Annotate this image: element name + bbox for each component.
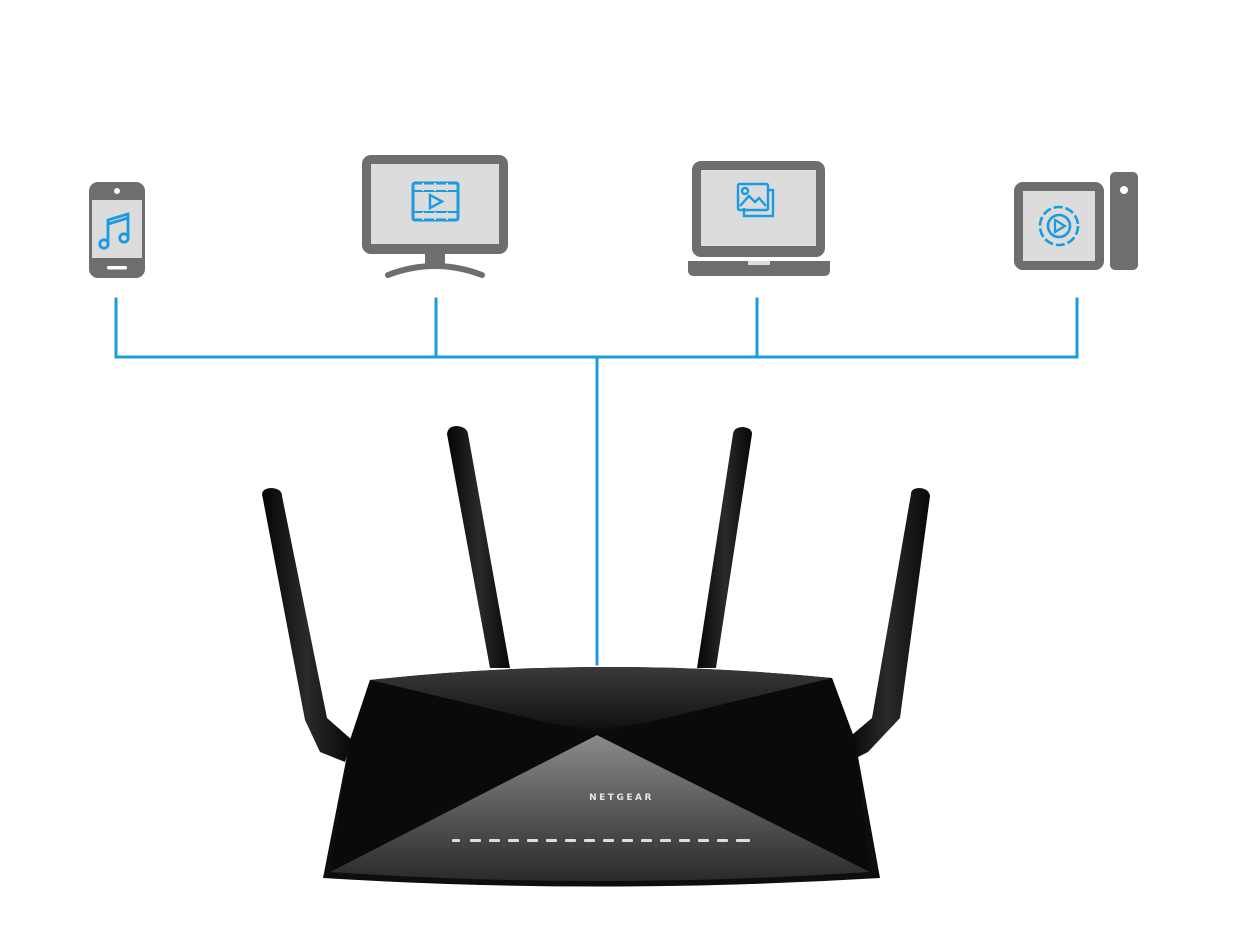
status-leds bbox=[452, 839, 750, 842]
monitor-icon bbox=[362, 155, 508, 278]
antenna-left-inner bbox=[447, 426, 510, 668]
media-player-icon bbox=[1014, 172, 1138, 270]
video-play-icon bbox=[411, 181, 460, 222]
smartphone-icon bbox=[89, 182, 145, 278]
antenna-right-outer bbox=[846, 488, 930, 760]
music-note-icon bbox=[98, 212, 130, 250]
antenna-left-outer bbox=[262, 488, 352, 762]
router-body bbox=[323, 666, 880, 887]
antenna-right-inner bbox=[697, 427, 752, 668]
play-circle-icon bbox=[1038, 205, 1080, 247]
photos-icon bbox=[736, 182, 775, 218]
laptop-icon bbox=[688, 161, 830, 276]
router-brand-label: NETGEAR bbox=[589, 793, 654, 803]
